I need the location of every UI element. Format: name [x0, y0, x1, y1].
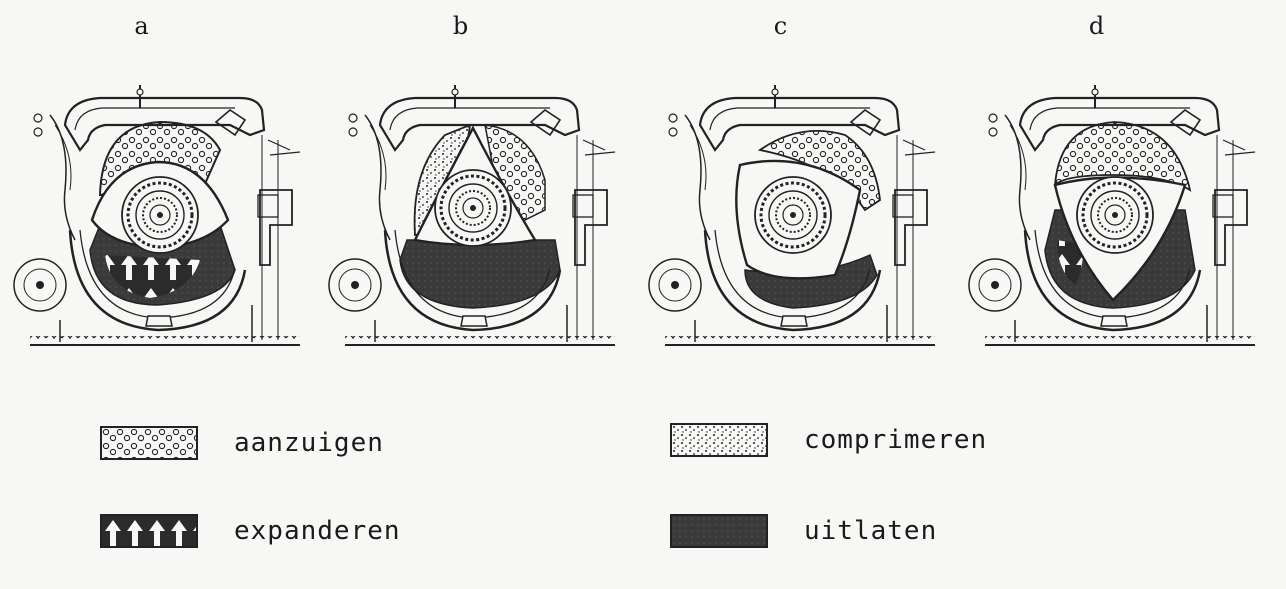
legend-intake-label: aanzuigen — [234, 428, 384, 458]
legend-intake: aanzuigen — [100, 426, 384, 460]
panel-c-engine — [647, 83, 937, 348]
panel-d-engine — [967, 83, 1257, 348]
compression-swatch — [670, 423, 768, 457]
panel-b-engine — [327, 83, 617, 348]
panel-label-c: c — [773, 12, 789, 40]
intake-swatch — [100, 426, 198, 460]
legend-compression-label: comprimeren — [804, 425, 988, 455]
legend-expansion-label: expanderen — [234, 516, 401, 546]
panel-label-d: d — [1088, 12, 1106, 40]
expansion-swatch — [100, 514, 198, 548]
panel-label-a: a — [134, 12, 150, 40]
legend-exhaust-label: uitlaten — [804, 516, 938, 546]
legend-compression: comprimeren — [670, 423, 987, 457]
legend-expansion: expanderen — [100, 514, 401, 548]
exhaust-swatch — [670, 514, 768, 548]
panel-a-engine — [12, 83, 302, 348]
panel-label-b: b — [452, 12, 470, 40]
legend-exhaust: uitlaten — [670, 514, 937, 548]
